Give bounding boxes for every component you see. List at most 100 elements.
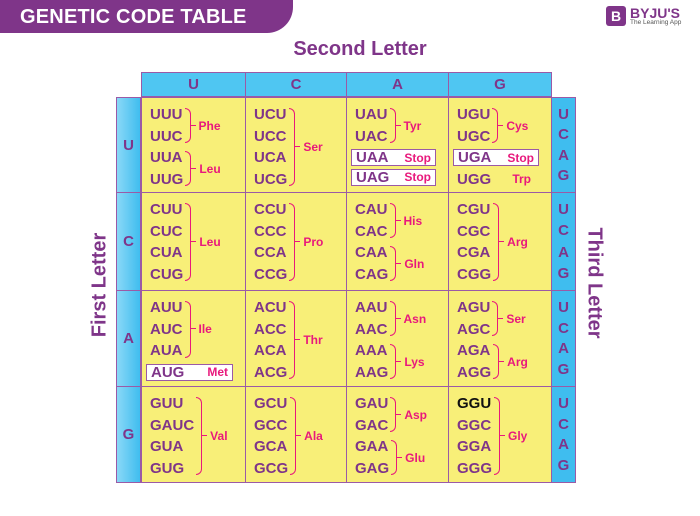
codon: UCA [254,149,287,166]
codon: UCC [254,127,287,145]
amino-acid-label: Met [207,365,228,379]
logo-name: BYJU'S [630,5,681,21]
codon: CUG [150,265,184,283]
codon: CCG [254,265,288,283]
codon: GAA [355,438,389,455]
codon: AGG [457,363,492,381]
codon: GCG [254,459,289,477]
codon: GCA [254,438,288,455]
brace-icon [493,344,505,379]
codon: CCU [254,201,287,218]
codon: UAG [356,168,390,186]
brace-icon [493,203,505,281]
codon-group: CUU CUC CUA CUG Leu [150,199,245,285]
brace-icon [289,301,301,379]
amino-acid-label: Stop [404,150,431,165]
codon: CUA [150,244,183,261]
codon: CCA [254,244,287,261]
third-letter-G: G [557,167,570,185]
codon: GGC [457,416,492,434]
codon: GAU [355,395,389,412]
amino-acid-label: Arg [507,354,528,369]
codon: AGA [457,342,491,359]
codon: CAC [355,222,388,240]
codon-list: AAU AAC [355,297,388,340]
second-letter-header-A: A [346,72,449,97]
amino-acid-label: Leu [199,161,221,176]
amino-acid-label: Val [210,429,228,443]
codon: AUC [150,320,183,338]
amino-acid-label: His [403,213,423,228]
codon: GCU [254,395,288,412]
codon: CUC [150,222,183,240]
amino-acid-label: Ser [506,311,526,326]
first-letter-G: G [116,386,141,483]
third-letter-A: A [558,146,569,164]
brace-icon [391,440,403,475]
codon: UUG [150,170,184,188]
codon: ACC [254,320,287,338]
codon: ACU [254,299,287,316]
stop-codon-box: UAG Stop [351,168,436,186]
codon: GUA [150,438,184,455]
brace-icon [390,397,402,432]
codon: CGU [457,201,491,218]
amino-acid-label: Asp [404,407,428,422]
third-letter-A: A [558,243,569,261]
amino-acid-label: Stop [404,170,431,184]
amino-acid-label: Thr [303,333,323,347]
third-letter-U: U [558,201,569,219]
third-letter-G: G [557,264,570,282]
codon-list: AGA AGG [457,340,491,383]
amino-acid-label: Ile [198,322,212,337]
second-letter-header-U: U [141,72,246,97]
codon: AAU [355,299,388,316]
first-letter-A: A [116,290,141,387]
third-letter-A: A [558,340,569,358]
brace-icon [185,151,197,186]
codon: AUU [150,299,183,316]
amino-acid-label: Leu [199,235,221,249]
codon: AGC [457,320,491,338]
amino-acid-label: Trp [512,172,531,187]
title-banner: GENETIC CODE TABLE [0,0,293,33]
amino-acid-label: Arg [507,235,528,249]
brace-icon [289,108,301,186]
amino-acid-label: Ser [303,140,323,154]
codon: CUU [150,201,183,218]
brace-icon [184,301,196,358]
brace-icon [389,108,401,143]
codon: AAC [355,320,388,338]
logo-mark-icon: B [606,6,626,27]
second-letter-header-C: C [245,72,347,97]
codon: UAU [355,106,388,123]
codon: GGA [457,438,492,455]
codon: GAG [355,459,390,477]
brace-icon [389,203,401,238]
brace-icon [185,203,197,281]
codon-list: CUU CUC CUA CUG [150,199,183,285]
